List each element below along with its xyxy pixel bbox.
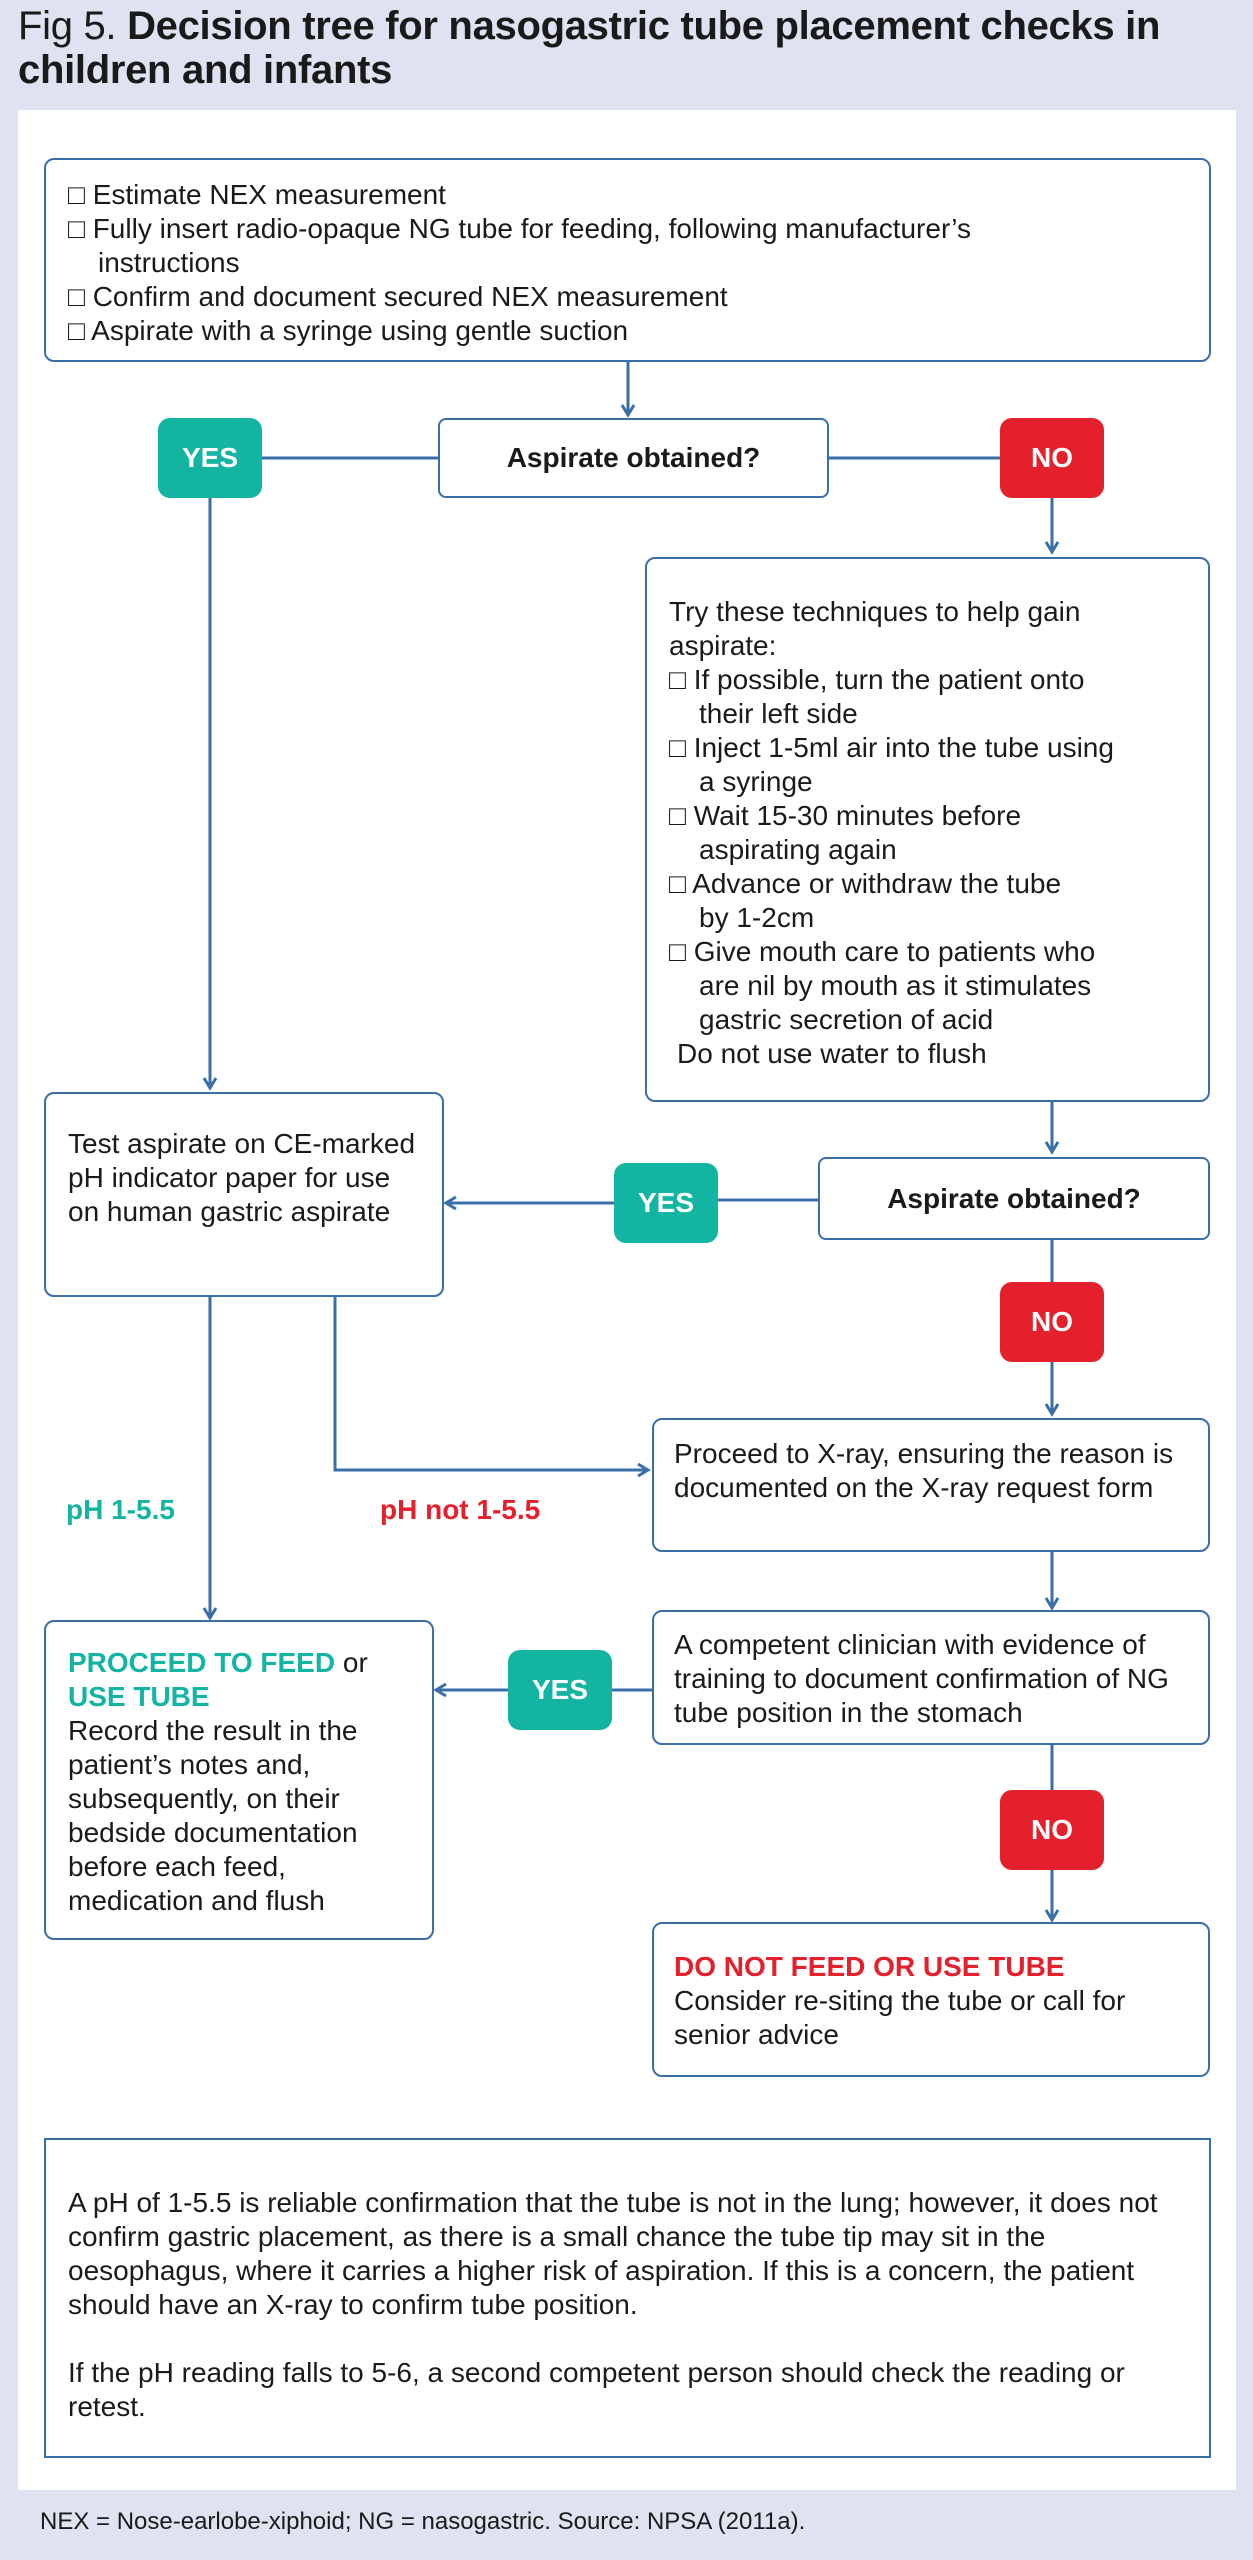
do-not-feed-heading: DO NOT FEED OR USE TUBE [674, 1951, 1065, 1982]
technique-item-continued: a syringe [699, 766, 813, 797]
xray-text: Proceed to X-ray, ensuring the reason is… [674, 1438, 1174, 1503]
technique-item-continued: are nil by mouth as it stimulates [699, 970, 1092, 1001]
technique-item: □ Inject 1-5ml air into the tube using [669, 732, 1114, 763]
ph-note-paragraph: If the pH reading falls to 5-6, a second… [68, 2357, 1125, 2422]
no-badge: NO [1000, 418, 1104, 498]
start-step: □ Fully insert radio-opaque NG tube for … [68, 213, 972, 244]
techniques-intro: Try these techniques to help gain aspira… [669, 596, 1081, 661]
use-tube-heading: USE TUBE [68, 1681, 210, 1712]
question-aspirate-obtained-2: Aspirate obtained? [818, 1157, 1210, 1240]
figure-heading: Decision tree for nasogastric tube place… [18, 4, 1161, 92]
question-text: Aspirate obtained? [887, 1182, 1141, 1214]
proceed-to-feed-or: or [342, 1647, 368, 1678]
technique-item: □ Advance or withdraw the tube [669, 868, 1062, 899]
arrow-ph-not [333, 1297, 651, 1478]
clinician-text: A competent clinician with evidence of t… [674, 1629, 1169, 1728]
technique-item: □ If possible, turn the patient onto [669, 664, 1085, 695]
label-ph-ok: pH 1-5.5 [66, 1494, 175, 1525]
techniques-note: Do not use water to flush [677, 1038, 987, 1069]
question-aspirate-obtained-1: Aspirate obtained? [438, 418, 829, 498]
start-steps-box: □ Estimate NEX measurement □ Fully inser… [44, 158, 1211, 362]
yes-badge: YES [508, 1650, 612, 1730]
figure-title: Fig 5. Decision tree for nasogastric tub… [18, 4, 1233, 92]
no-badge: NO [1000, 1790, 1104, 1870]
test-aspirate-text: Test aspirate on CE-marked pH indicator … [68, 1128, 416, 1227]
ph-note-paragraph: A pH of 1-5.5 is reliable confirmation t… [68, 2187, 1158, 2320]
question-text: Aspirate obtained? [506, 442, 761, 473]
technique-item-continued: gastric secretion of acid [699, 1004, 994, 1035]
yes-badge: YES [614, 1163, 718, 1243]
test-aspirate-box: Test aspirate on CE-marked pH indicator … [44, 1092, 444, 1297]
yes-badge: YES [158, 418, 262, 498]
ph-note-box: A pH of 1-5.5 is reliable confirmation t… [44, 2138, 1211, 2458]
proceed-to-feed-text: Record the result in the patient’s notes… [68, 1715, 358, 1916]
footnote: NEX = Nose-earlobe-xiphoid; NG = nasogas… [40, 2508, 806, 2535]
do-not-feed-text: Consider re-siting the tube or call for … [674, 1985, 1126, 2050]
no-badge: NO [1000, 1282, 1104, 1362]
xray-box: Proceed to X-ray, ensuring the reason is… [652, 1418, 1210, 1552]
techniques-box: Try these techniques to help gain aspira… [645, 557, 1210, 1102]
start-step-continued: instructions [98, 247, 240, 278]
technique-item-continued: their left side [699, 698, 858, 729]
technique-item-continued: by 1-2cm [699, 902, 815, 933]
label-ph-not: pH not 1-5.5 [380, 1494, 541, 1525]
start-step: □ Estimate NEX measurement [68, 179, 446, 210]
clinician-box: A competent clinician with evidence of t… [652, 1610, 1210, 1745]
do-not-feed-box: DO NOT FEED OR USE TUBE Consider re-siti… [652, 1922, 1210, 2077]
proceed-to-feed-box: PROCEED TO FEED or USE TUBE Record the r… [44, 1620, 434, 1940]
proceed-to-feed-heading: PROCEED TO FEED [68, 1647, 336, 1678]
start-step: □ Aspirate with a syringe using gentle s… [68, 315, 629, 346]
figure-number: Fig 5. [18, 4, 117, 48]
start-step: □ Confirm and document secured NEX measu… [68, 281, 728, 312]
technique-item: □ Give mouth care to patients who [669, 936, 1096, 967]
technique-item: □ Wait 15-30 minutes before [669, 800, 1022, 831]
technique-item-continued: aspirating again [699, 834, 897, 865]
